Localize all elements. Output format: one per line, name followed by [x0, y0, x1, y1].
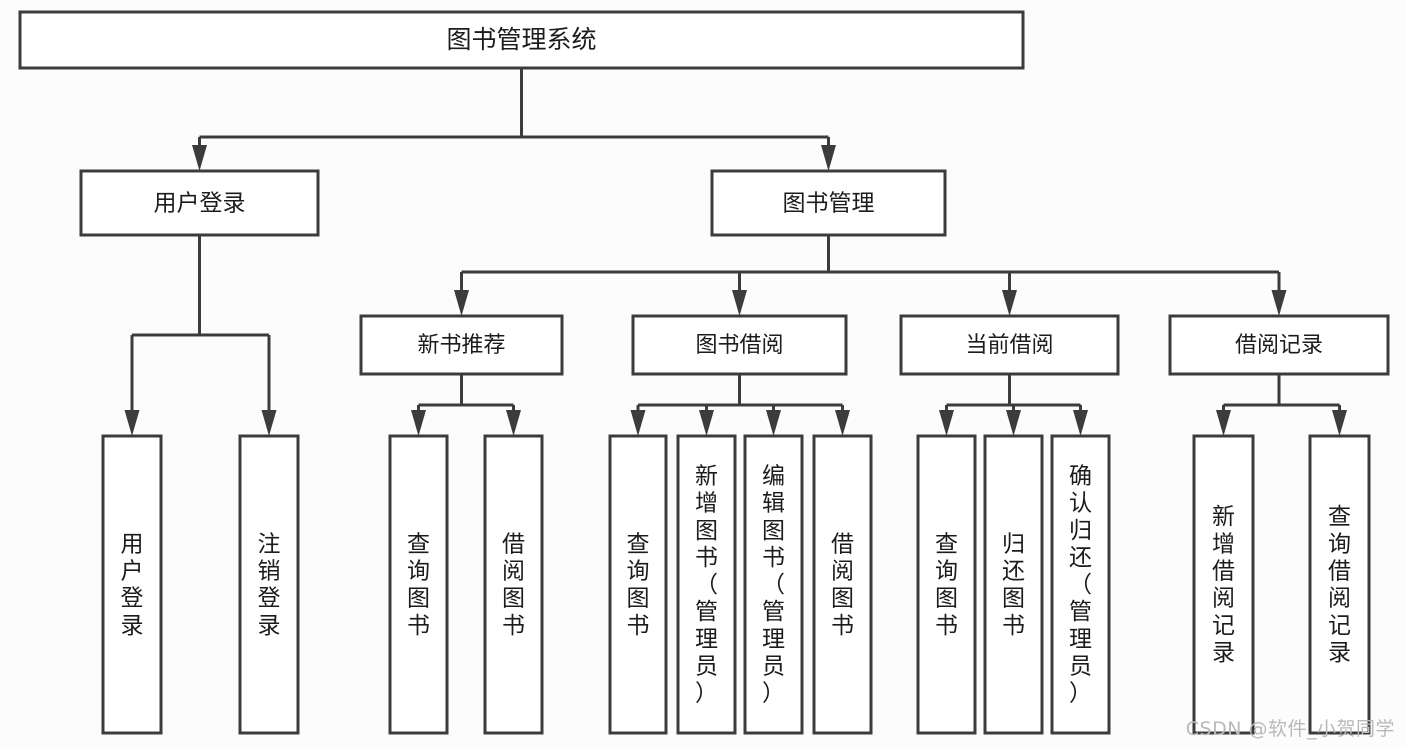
node-leaf-rec-1[interactable]: 新增借阅记录 — [1192, 434, 1255, 735]
node-root[interactable]: 图书管理系统 — [18, 10, 1025, 70]
node-leaf-cur-3[interactable]: 确认归还（管理员） — [1050, 434, 1111, 735]
node-label: 查询图书 — [407, 531, 430, 638]
connector-root — [192, 68, 836, 171]
node-leaf-login-1[interactable]: 用户登录 — [101, 434, 163, 735]
node-label: 图书管理系统 — [446, 25, 596, 54]
node-leaf-new-1[interactable]: 查询图书 — [388, 434, 449, 735]
node-leaf-bor-4[interactable]: 借阅图书 — [812, 434, 873, 735]
node-label: 查询借阅记录 — [1328, 504, 1351, 666]
connector-records — [1216, 374, 1347, 436]
node-leaf-cur-1[interactable]: 查询图书 — [916, 434, 977, 735]
node-label: 借阅图书 — [502, 531, 525, 638]
node-label: 新增图书（管理员） — [695, 464, 718, 707]
node-records[interactable]: 借阅记录 — [1168, 314, 1390, 376]
node-label: 图书借阅 — [695, 333, 783, 358]
node-label: 借阅记录 — [1235, 333, 1323, 358]
node-label: 查询图书 — [627, 531, 650, 638]
connector-login — [124, 235, 277, 436]
node-label: 借阅图书 — [831, 531, 854, 638]
connector-borrow — [630, 374, 850, 436]
connector-bookmgmt — [454, 235, 1287, 316]
csdn-watermark: CSDN @软件_小贺同学 — [1185, 718, 1395, 740]
node-leaf-new-2[interactable]: 借阅图书 — [483, 434, 544, 735]
node-label: 用户登录 — [121, 531, 144, 638]
node-label: 新增借阅记录 — [1212, 504, 1235, 666]
node-borrow[interactable]: 图书借阅 — [631, 314, 848, 376]
node-leaf-login-2[interactable]: 注销登录 — [238, 434, 300, 735]
node-login[interactable]: 用户登录 — [79, 169, 320, 237]
node-label: 用户登录 — [154, 191, 246, 217]
connector-current — [939, 374, 1088, 436]
connector-newbook — [411, 374, 521, 436]
node-label: 查询图书 — [935, 531, 958, 638]
node-label: 确认归还（管理员） — [1069, 464, 1092, 707]
node-label: 新书推荐 — [417, 333, 505, 358]
node-leaf-bor-1[interactable]: 查询图书 — [608, 434, 668, 735]
node-bookmgmt[interactable]: 图书管理 — [710, 169, 947, 237]
node-leaf-rec-2[interactable]: 查询借阅记录 — [1308, 434, 1371, 735]
node-label: 当前借阅 — [965, 333, 1053, 358]
node-newbook[interactable]: 新书推荐 — [359, 314, 564, 376]
node-label: 注销登录 — [258, 531, 281, 638]
node-leaf-bor-3[interactable]: 编辑图书（管理员） — [743, 434, 804, 735]
node-boxes-layer: 图书管理系统用户登录图书管理新书推荐图书借阅当前借阅借阅记录用户登录注销登录查询… — [18, 10, 1390, 735]
node-current[interactable]: 当前借阅 — [899, 314, 1120, 376]
node-label: 归还图书 — [1002, 531, 1025, 638]
node-label: 图书管理 — [783, 191, 875, 217]
node-label: 编辑图书（管理员） — [762, 464, 785, 707]
node-leaf-bor-2[interactable]: 新增图书（管理员） — [676, 434, 737, 735]
connector-lines-layer — [124, 68, 1347, 436]
node-leaf-cur-2[interactable]: 归还图书 — [983, 434, 1044, 735]
